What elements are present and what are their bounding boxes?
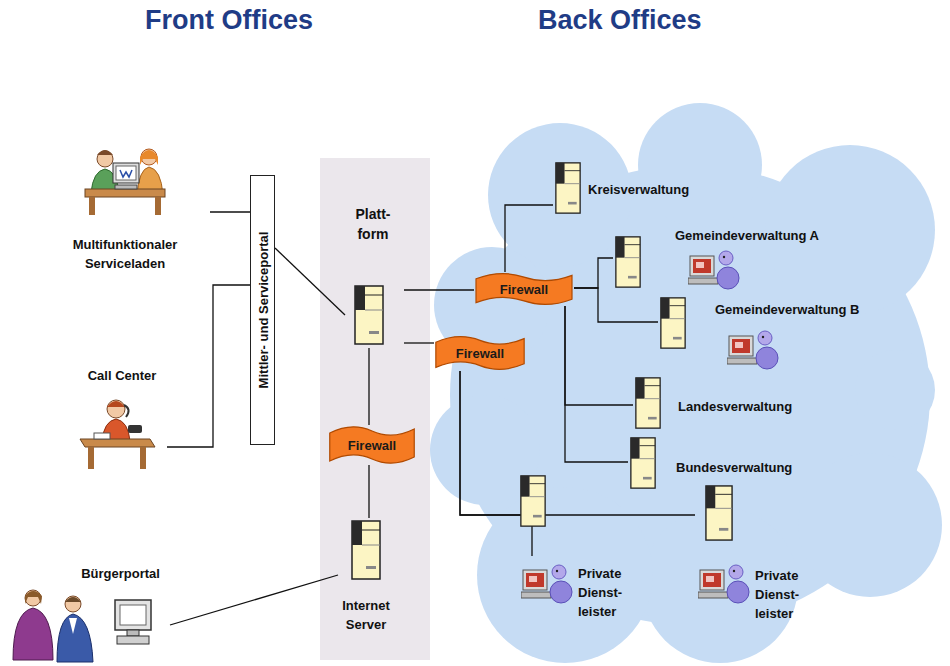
node-label: Bürgerportal bbox=[74, 564, 167, 583]
node-label: Gemeindeverwaltung B bbox=[715, 300, 880, 319]
connector-line bbox=[574, 258, 613, 288]
platform-server bbox=[355, 286, 383, 344]
clerk-icon bbox=[727, 331, 778, 369]
firewall-label: Firewall bbox=[500, 280, 548, 299]
platform-band bbox=[320, 158, 430, 660]
connector-line bbox=[574, 288, 658, 322]
column-heading: Front Offices bbox=[145, 5, 313, 36]
connector-line bbox=[368, 348, 369, 425]
clerk-icon bbox=[698, 565, 749, 603]
node-label: Platt- form bbox=[345, 204, 401, 244]
node-label: Internet Server bbox=[338, 596, 394, 634]
connector-line bbox=[565, 306, 628, 462]
server-node: Landesverwaltung bbox=[633, 373, 843, 433]
connector-line bbox=[404, 342, 434, 343]
firewall: Firewall bbox=[328, 425, 416, 465]
internet-server bbox=[352, 521, 380, 579]
landes-server bbox=[636, 378, 660, 428]
connector-line bbox=[275, 248, 345, 315]
server-node: Bundesverwaltung bbox=[628, 433, 839, 493]
call-center: Call Center bbox=[80, 366, 167, 472]
hub-server bbox=[521, 476, 545, 526]
connector-line bbox=[404, 289, 474, 290]
provider-node: Private Dienst- leister bbox=[518, 556, 637, 630]
firewall: Firewall bbox=[434, 335, 526, 371]
node-label: Kreisverwaltung bbox=[588, 180, 726, 199]
platform-node: Platt- form bbox=[345, 200, 404, 348]
clerk-icon bbox=[521, 565, 572, 603]
gemeinde-b-server bbox=[661, 298, 685, 348]
node-label: Mittler- und Serviceportal bbox=[253, 232, 272, 389]
gemeinde-a-server bbox=[616, 237, 640, 287]
internet-server: Internet Server bbox=[338, 518, 397, 638]
clerk-icon bbox=[688, 251, 739, 289]
private-server bbox=[706, 486, 732, 540]
bundes-server bbox=[631, 438, 655, 488]
service-portal-bar: Mittler- und Serviceportal bbox=[250, 175, 275, 445]
connector-line bbox=[565, 306, 633, 405]
citizen-portal: Bürgerportal bbox=[4, 564, 170, 662]
kreis-server bbox=[556, 163, 580, 213]
server-node: Gemeindeverwaltung A bbox=[613, 226, 868, 292]
node-label: Gemeindeverwaltung A bbox=[675, 226, 865, 245]
computer-icon bbox=[115, 600, 151, 644]
node-label: Multifunktionaler Serviceladen bbox=[60, 235, 190, 273]
connector-line bbox=[505, 205, 553, 272]
firewall-label: Firewall bbox=[456, 344, 504, 363]
node-label: Bundesverwaltung bbox=[676, 458, 836, 477]
connector-line bbox=[170, 575, 338, 625]
connector-line bbox=[460, 371, 532, 556]
citizens-icon bbox=[13, 590, 93, 662]
node-label: Private Dienst- leister bbox=[755, 566, 817, 623]
server-node: Kreisverwaltung bbox=[553, 158, 729, 218]
firewall-label: Firewall bbox=[348, 436, 396, 455]
server-node: Gemeindeverwaltung B bbox=[658, 295, 883, 372]
connector-line bbox=[167, 285, 250, 447]
firewall: Firewall bbox=[474, 272, 574, 306]
connector-line bbox=[210, 211, 250, 212]
service-shop-icon bbox=[85, 149, 165, 215]
provider-node: Private Dienst- leister bbox=[695, 482, 820, 626]
service-shop: Multifunktionaler Serviceladen bbox=[40, 143, 210, 278]
node-label: Private Dienst- leister bbox=[578, 564, 634, 621]
connector-line bbox=[368, 465, 369, 518]
call-center-icon bbox=[80, 400, 155, 469]
node-label: Call Center bbox=[80, 366, 164, 385]
connector-line bbox=[460, 371, 695, 515]
node-label: Landesverwaltung bbox=[678, 397, 838, 416]
back-office-cloud bbox=[430, 103, 942, 663]
column-heading: Back Offices bbox=[538, 5, 702, 36]
